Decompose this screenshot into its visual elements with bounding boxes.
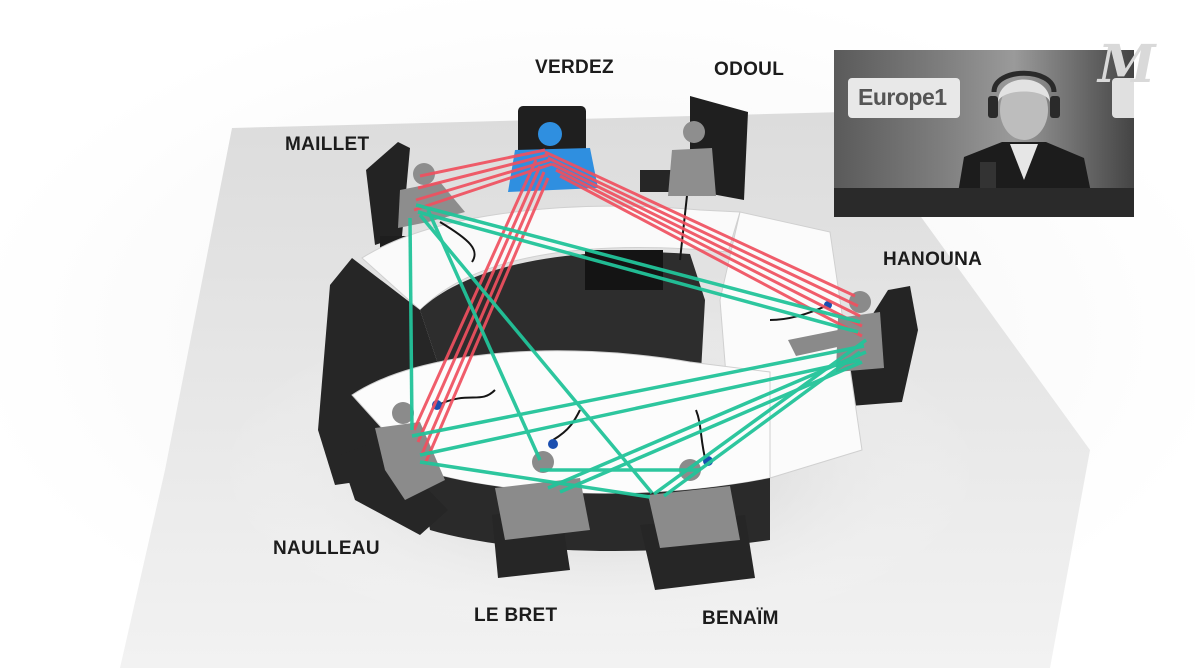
participant-label-verdez: VERDEZ <box>535 57 614 78</box>
participant-label-lebret: LE BRET <box>474 605 558 626</box>
radio-logo-text: Europe1 <box>858 84 947 110</box>
participant-label-maillet: MAILLET <box>285 134 370 155</box>
inset-photo: Europe1 <box>834 50 1134 217</box>
newspaper-logo-watermark: M <box>1098 34 1156 95</box>
participant-label-hanouna: HANOUNA <box>883 249 983 270</box>
monitor-back <box>585 250 663 290</box>
figure-lebret <box>492 451 590 578</box>
participant-label-naulleau: NAULLEAU <box>273 538 380 559</box>
figure-benaim <box>640 459 755 590</box>
interaction-lines-red <box>412 148 863 465</box>
radio-logo-sign: Europe1 <box>848 78 960 118</box>
figure-odoul <box>668 121 716 196</box>
participant-label-benaim: BENAÏM <box>702 608 779 629</box>
participant-label-odoul: ODOUL <box>714 59 785 80</box>
interaction-lines-green <box>408 203 868 499</box>
radio-logo-sign-partial <box>1112 78 1134 118</box>
inset-desk <box>834 188 1134 217</box>
chair-hanouna <box>850 286 918 406</box>
